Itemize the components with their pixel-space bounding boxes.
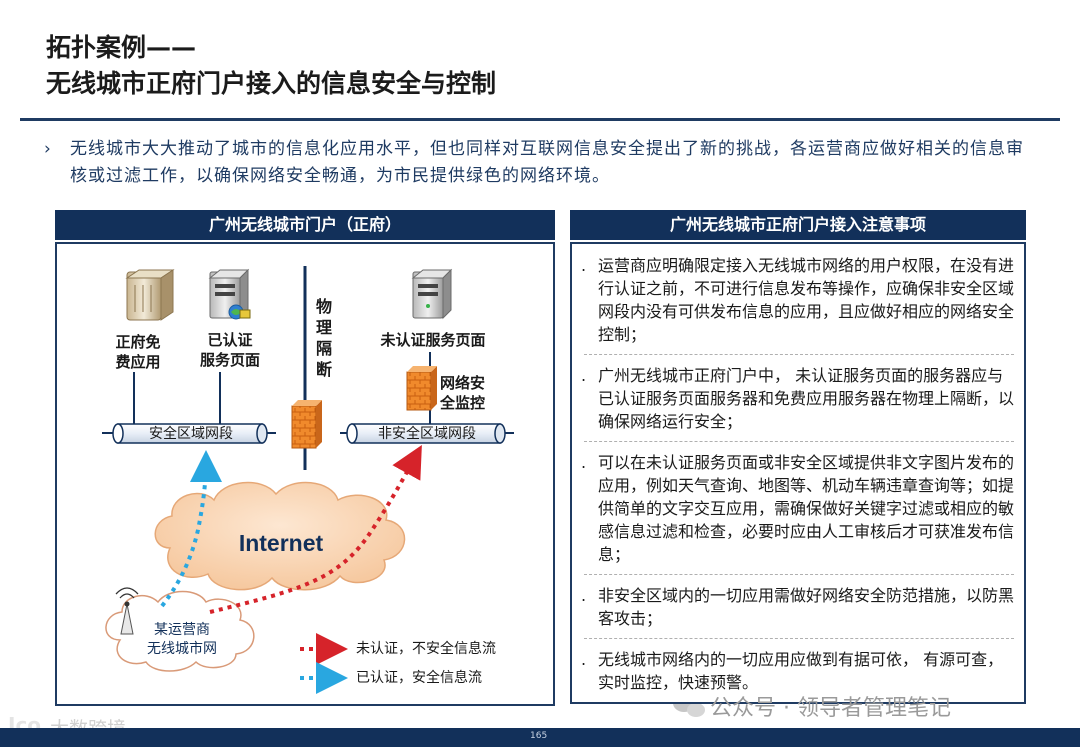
note-divider	[584, 638, 1014, 640]
authenticated-server-icon	[208, 268, 251, 320]
note-item: . 运营商应明确限定接入无线城市网络的用户权限，在没有进行认证之前，不可进行信息发…	[578, 254, 1018, 346]
notes-list: . 运营商应明确限定接入无线城市网络的用户权限，在没有进行认证之前，不可进行信息发…	[578, 254, 1018, 694]
note-bullet-icon: .	[581, 586, 587, 605]
note-text: 非安全区域内的一切应用需做好网络安全防范措施，以防黑客攻击；	[598, 586, 1015, 628]
note-divider	[584, 441, 1014, 443]
monitor-firewall-icon	[406, 366, 437, 411]
authenticated-label: 已认证 服务页面	[199, 331, 260, 369]
legend-auth-label: 已认证，安全信息流	[356, 670, 482, 686]
note-text: 广州无线城市正府门户中， 未认证服务页面的服务器应与已认证服务页面服务器和免费应…	[598, 366, 1015, 431]
left-panel-header: 广州无线城市门户（正府）	[55, 210, 555, 240]
right-panel	[570, 242, 1026, 704]
free-app-server-icon	[125, 269, 175, 321]
internet-label: Internet	[238, 530, 324, 556]
note-text: 无线城市网络内的一切应用应做到有据可依， 有源可查， 实时监控，快速预警。	[598, 650, 1004, 692]
isolation-firewall-icon	[291, 400, 322, 449]
page-number: 165	[530, 731, 548, 741]
note-bullet-icon: .	[581, 650, 587, 669]
unauthenticated-label: 未认证服务页面	[380, 331, 486, 349]
antenna-icon	[115, 587, 139, 635]
note-divider	[584, 354, 1014, 356]
note-item: . 广州无线城市正府门户中， 未认证服务页面的服务器应与已认证服务页面服务器和免费…	[578, 364, 1018, 433]
unsafe-zone-pipe-icon	[340, 423, 514, 444]
carrier-label: 某运营商 无线城市网	[147, 622, 217, 657]
note-bullet-icon: .	[581, 366, 587, 385]
unauthenticated-server-icon	[411, 268, 453, 320]
unauth-flow-arrow	[209, 445, 422, 614]
note-item: . 非安全区域内的一切应用需做好网络安全防范措施，以防黑客攻击；	[578, 584, 1018, 630]
intro-paragraph: › 无线城市大大推动了城市的信息化应用水平，但也同样对互联网信息安全提出了新的挑…	[44, 136, 1036, 190]
monitor-label: 网络安 全监控	[440, 374, 486, 412]
intro-text: 无线城市大大推动了城市的信息化应用水平，但也同样对互联网信息安全提出了新的挑战，…	[70, 139, 1024, 186]
footer-bar	[0, 728, 1080, 747]
intro-bullet-icon: ›	[44, 139, 52, 159]
safe-zone-label: 安全区域网段	[149, 426, 233, 442]
title-divider	[20, 118, 1060, 121]
wechat-watermark: 公众号 · 领导者管理笔记	[710, 696, 951, 721]
unsafe-zone-label: 非安全区域网段	[378, 426, 476, 442]
safe-zone-pipe-icon	[102, 423, 276, 444]
note-text: 运营商应明确限定接入无线城市网络的用户权限，在没有进行认证之前，不可进行信息发布…	[598, 256, 1015, 344]
note-bullet-icon: .	[581, 453, 587, 472]
title-line-2: 无线城市正府门户接入的信息安全与控制	[46, 69, 497, 98]
note-item: . 无线城市网络内的一切应用应做到有据可依， 有源可查， 实时监控，快速预警。	[578, 648, 1018, 694]
note-item: . 可以在未认证服务页面或非安全区域提供非文字图片发布的应用，例如天气查询、地图等…	[578, 451, 1018, 566]
auth-flow-arrow	[160, 450, 222, 608]
right-panel-header: 广州无线城市正府门户接入注意事项	[570, 210, 1026, 240]
title-line-1: 拓扑案例——	[46, 33, 197, 62]
isolation-label: 物 理 隔 断	[315, 297, 332, 379]
note-text: 可以在未认证服务页面或非安全区域提供非文字图片发布的应用，例如天气查询、地图等、…	[598, 453, 1015, 564]
legend-unauth-label: 未认证，不安全信息流	[356, 641, 496, 657]
free-app-label: 正府免 费应用	[115, 333, 161, 371]
slide-title: 拓扑案例—— 无线城市正府门户接入的信息安全与控制	[46, 30, 496, 102]
note-bullet-icon: .	[581, 256, 587, 275]
note-divider	[584, 574, 1014, 576]
